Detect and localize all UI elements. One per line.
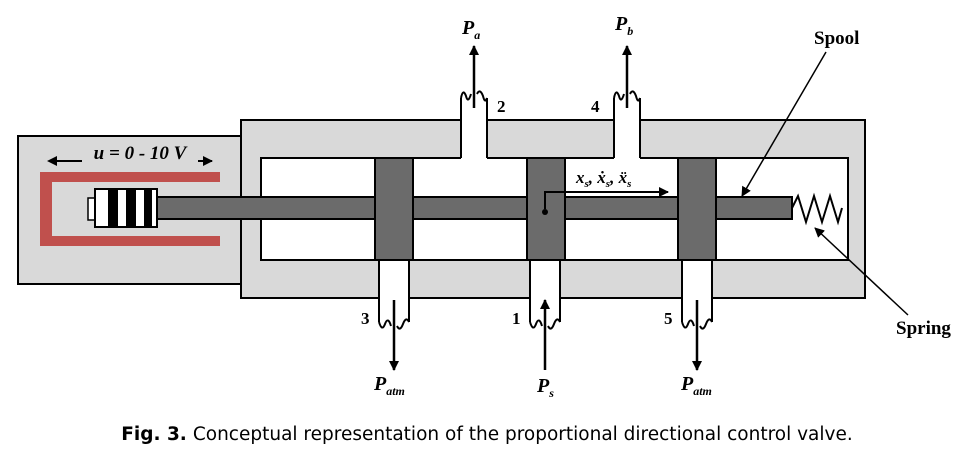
pressure-label-patm-5: Patm (680, 373, 712, 398)
spool-label: Spool (814, 28, 859, 49)
motion-label: xs, ẋs, ẍs (575, 168, 631, 190)
port-channel-1 (529, 259, 561, 330)
spool-reference-dot (542, 209, 548, 215)
figure-caption: Fig. 3.Conceptual representation of the … (0, 424, 974, 445)
spring-leader (814, 227, 909, 316)
port-number-1: 1 (512, 309, 521, 328)
spring-label: Spring (896, 318, 951, 339)
port-number-2: 2 (497, 97, 506, 116)
pressure-label-ps: Ps (536, 375, 554, 400)
port-number-5: 5 (664, 309, 673, 328)
port-number-3: 3 (361, 309, 370, 328)
displacement-arrow (544, 187, 669, 209)
voltage-label: u = 0 - 10 V (94, 143, 188, 164)
spool-leader (741, 51, 827, 197)
pressure-label-pa: Pa (461, 17, 480, 42)
spool-land-right (677, 157, 717, 261)
spool-land-left (374, 157, 414, 261)
caption-label: Fig. 3. (121, 424, 187, 445)
pressure-label-pb: Pb (614, 13, 633, 38)
armature (87, 188, 158, 228)
port-number-4: 4 (591, 97, 600, 116)
solenoid-coil (40, 172, 220, 246)
pressure-label-patm-3: Patm (373, 373, 405, 398)
svg-text:xs, ẋs, ẍs: xs, ẋs, ẍs (575, 168, 631, 190)
caption-text: Conceptual representation of the proport… (192, 424, 853, 445)
spring (791, 192, 843, 226)
port-channel-2 (460, 90, 488, 160)
